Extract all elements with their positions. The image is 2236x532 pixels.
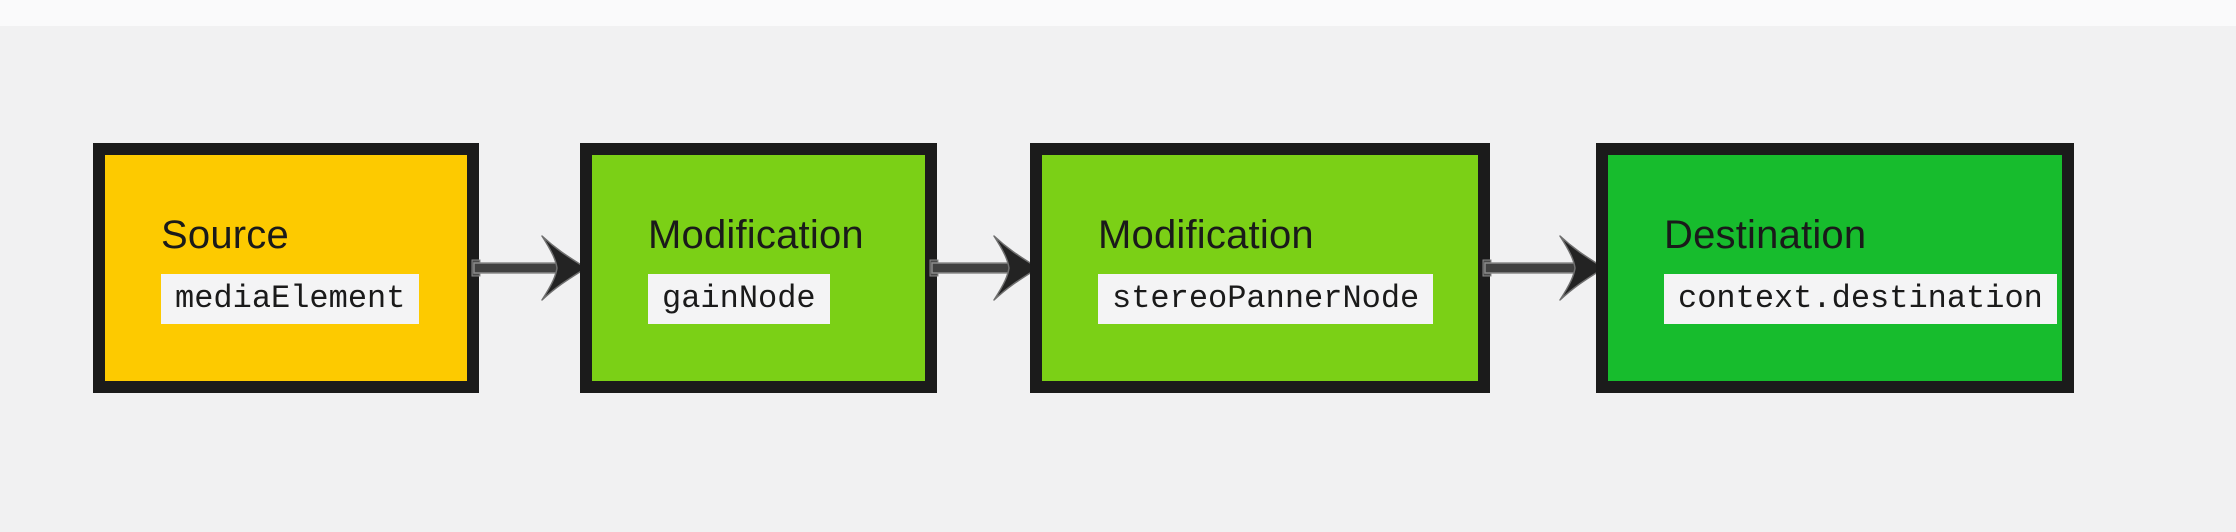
node-title: Destination xyxy=(1664,213,1867,257)
node-title: Source xyxy=(161,213,289,257)
node-source: Source mediaElement xyxy=(93,143,479,393)
arrow-right-icon xyxy=(929,235,1039,301)
arrow-right-icon xyxy=(1482,235,1605,301)
node-code-label: gainNode xyxy=(648,274,830,324)
node-code-label: context.destination xyxy=(1664,274,2057,324)
node-code-label: mediaElement xyxy=(161,274,420,324)
node-title: Modification xyxy=(648,213,864,257)
node-modification-gain: Modification gainNode xyxy=(580,143,937,393)
node-code-label: stereoPannerNode xyxy=(1098,274,1434,324)
node-modification-stereopanner: Modification stereoPannerNode xyxy=(1030,143,1490,393)
node-destination: Destination context.destination xyxy=(1596,143,2074,393)
node-title: Modification xyxy=(1098,213,1314,257)
arrow-right-icon xyxy=(471,235,587,301)
